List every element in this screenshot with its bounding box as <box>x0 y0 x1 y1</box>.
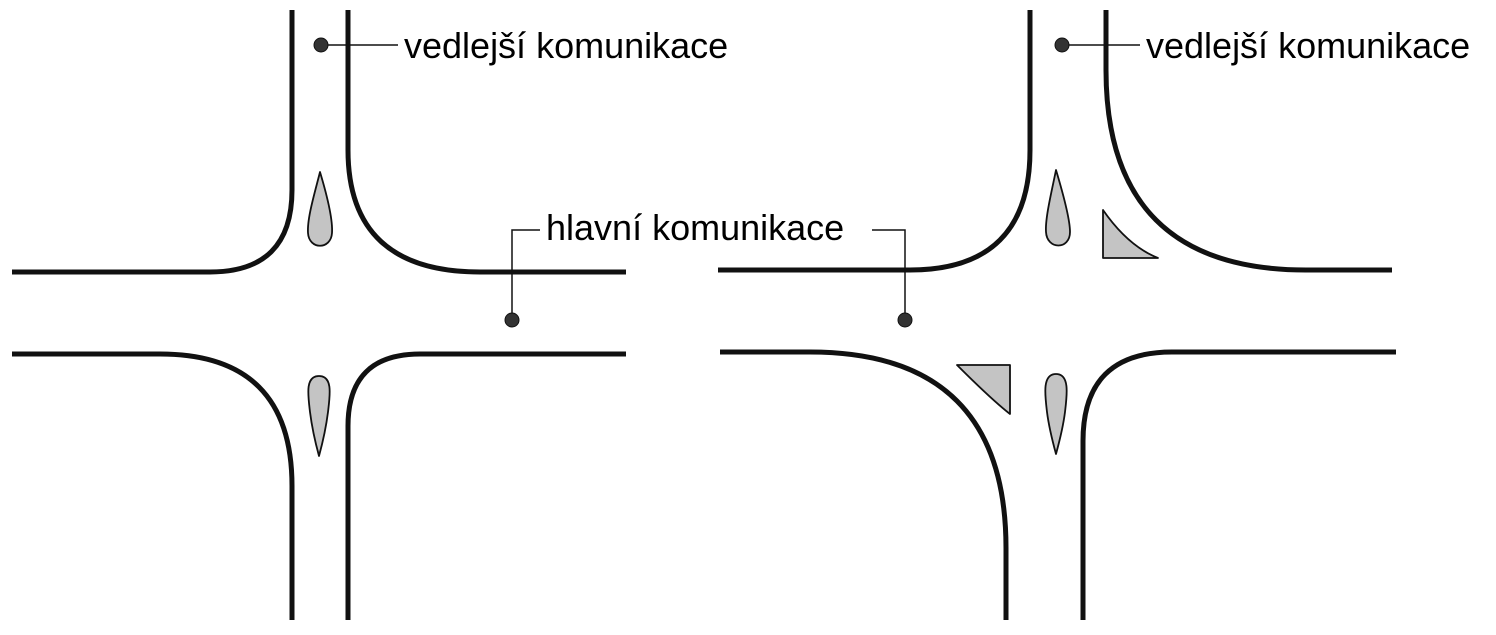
right-curb-bottom-left <box>720 349 1009 620</box>
left-minor-road-label: vedlejší komunikace <box>404 25 728 66</box>
left-curb-top-right <box>345 10 626 275</box>
right-minor-road-label: vedlejší komunikace <box>1146 25 1470 66</box>
right-island-bottom <box>1044 373 1068 455</box>
major-road-callout <box>504 229 913 328</box>
right-curb-bottom-right <box>1080 349 1396 620</box>
left-intersection <box>12 10 626 620</box>
left-curb-bottom-right <box>345 351 626 620</box>
right-curb-top-right <box>1103 10 1392 273</box>
left-major-road-marker <box>504 312 520 328</box>
right-island-top <box>1045 169 1071 247</box>
right-major-road-marker <box>897 312 913 328</box>
major-road-leader-left <box>511 229 540 313</box>
right-intersection <box>718 10 1396 620</box>
left-island-bottom <box>307 375 331 457</box>
right-minor-road-marker <box>1054 37 1070 53</box>
left-island-top <box>307 171 333 247</box>
left-curb-bottom-left <box>12 351 295 620</box>
left-curb-top-left <box>12 10 295 275</box>
right-curb-top-left <box>718 10 1033 273</box>
major-road-label: hlavní komunikace <box>546 207 844 248</box>
right-triangle-island-bottom <box>956 364 1011 415</box>
right-triangle-island-top <box>1102 209 1159 259</box>
left-minor-road-marker <box>313 37 329 53</box>
major-road-leader-right <box>872 229 906 313</box>
